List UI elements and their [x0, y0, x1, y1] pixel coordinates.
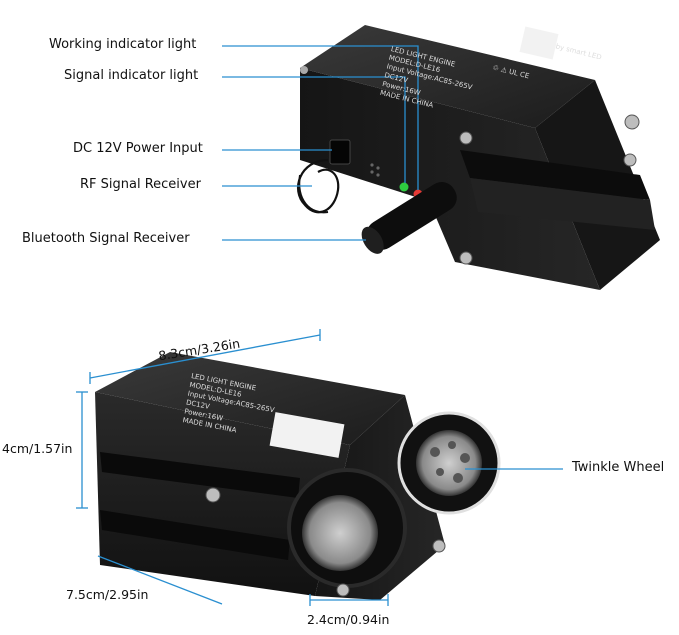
screw-icon [432, 539, 446, 553]
bottom-device-groove [100, 510, 290, 560]
screw-icon [623, 153, 637, 167]
label-working-indicator: Working indicator light [49, 37, 197, 52]
bottom-device-groove [100, 452, 300, 498]
bottom-device [95, 352, 446, 600]
label-dc-power: DC 12V Power Input [73, 141, 203, 156]
dimension-width: 7.5cm/2.95in [66, 587, 149, 602]
top-device-side-groove [460, 150, 650, 200]
screw-icon [300, 66, 308, 74]
screw-icon [336, 583, 350, 597]
dimension-height: 4cm/1.57in [2, 441, 73, 456]
bluetooth-antenna [361, 182, 457, 254]
top-device-top-face [300, 25, 595, 128]
twinkle-wheel-icon [302, 495, 378, 571]
twinkle-wheel-zoom-icon [416, 430, 482, 496]
working-indicator-led [399, 182, 409, 192]
label-signal-indicator: Signal indicator light [64, 68, 199, 83]
callout-working-indicator [222, 45, 419, 190]
screw-icon [459, 251, 473, 265]
top-device-side-panel [470, 178, 655, 230]
qr-code-icon [269, 412, 345, 458]
screw-icon [459, 131, 473, 145]
screw-icon [624, 114, 640, 130]
top-device-back-face [300, 68, 600, 290]
twinkle-wheel-inset [397, 411, 501, 515]
dimension-lines [76, 329, 389, 606]
callout-signal-indicator [222, 76, 406, 183]
dimension-length-line [89, 334, 321, 379]
top-device [296, 25, 660, 290]
callout-lines [222, 45, 563, 470]
label-rf-receiver: RF Signal Receiver [80, 177, 201, 192]
screw-icon [205, 487, 221, 503]
label-twinkle-wheel: Twinkle Wheel [572, 460, 665, 475]
qr-code-icon [519, 26, 559, 60]
power-jack [329, 139, 351, 165]
label-bluetooth-receiver: Bluetooth Signal Receiver [22, 231, 190, 246]
rf-antenna-wire [296, 158, 340, 214]
dimension-lens: 2.4cm/0.94in [307, 612, 390, 627]
dimension-width-line [97, 555, 223, 605]
